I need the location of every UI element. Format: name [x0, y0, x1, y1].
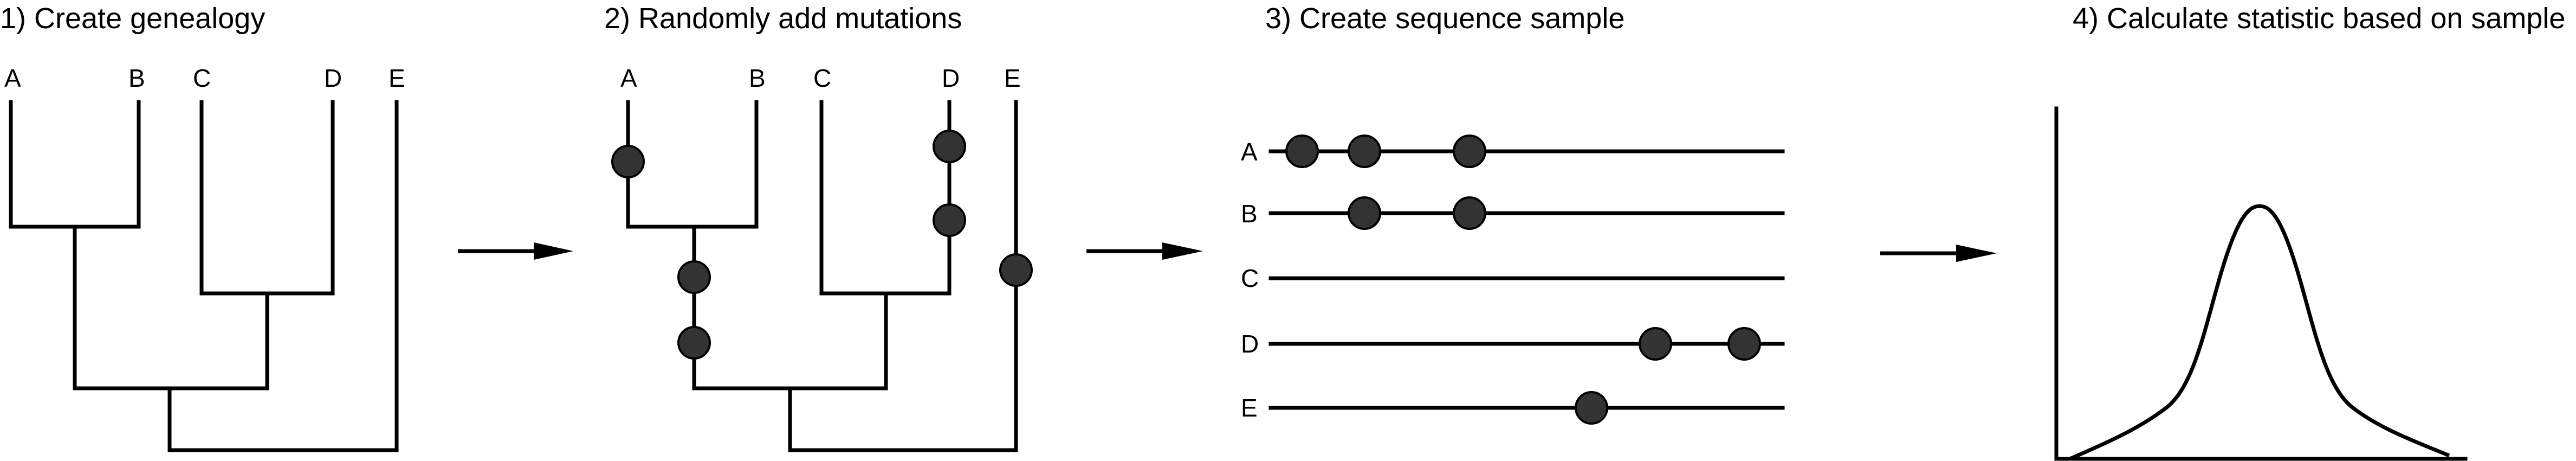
distribution-curve	[2069, 204, 2450, 461]
tip-label-b: B	[749, 64, 766, 92]
sequence-sample: A B C D E	[1241, 135, 1785, 425]
mutation-dot	[1348, 135, 1381, 168]
arrow-2	[1086, 242, 1203, 260]
mutation-dot	[1727, 327, 1761, 361]
sequence-label-a: A	[1241, 138, 1258, 166]
tip-label-b: B	[128, 64, 145, 92]
step-2-title: 2) Randomly add mutations	[604, 2, 962, 35]
step-1-title: 1) Create genealogy	[0, 2, 265, 35]
mutation-dot	[1639, 327, 1672, 361]
sequence-label-c: C	[1241, 264, 1259, 292]
tip-label-a: A	[620, 64, 637, 92]
mutation-dot	[677, 260, 711, 294]
mutation-dot	[1575, 391, 1608, 425]
mutation-dot	[933, 203, 966, 237]
step-3-title: 3) Create sequence sample	[1265, 2, 1624, 35]
arrow-3	[1880, 245, 1997, 262]
tip-label-d: D	[942, 64, 960, 92]
mutation-dot	[933, 130, 966, 163]
tip-label-d: D	[324, 64, 342, 92]
mutation-dot	[1285, 135, 1319, 168]
mutation-dot	[999, 253, 1033, 287]
tip-label-a: A	[4, 64, 21, 92]
statistic-distribution	[2054, 106, 2468, 461]
tip-label-e: E	[1004, 64, 1021, 92]
mutation-dot	[611, 145, 645, 178]
tip-label-c: C	[813, 64, 831, 92]
sequence-label-e: E	[1241, 394, 1258, 422]
sequence-label-b: B	[1241, 200, 1258, 228]
sequence-label-d: D	[1241, 330, 1259, 358]
genealogy-tree: A B C D E	[4, 64, 405, 452]
mutation-dot	[1453, 135, 1486, 168]
mutation-dot	[1453, 196, 1486, 230]
mutation-dot	[677, 326, 711, 360]
mutation-dot	[1348, 196, 1381, 230]
tip-label-e: E	[389, 64, 405, 92]
step-4-title: 4) Calculate statistic based on sample	[2073, 2, 2565, 35]
arrow-1	[458, 242, 573, 260]
mutated-genealogy-tree: A B C D E	[611, 64, 1033, 452]
tip-label-c: C	[193, 64, 211, 92]
